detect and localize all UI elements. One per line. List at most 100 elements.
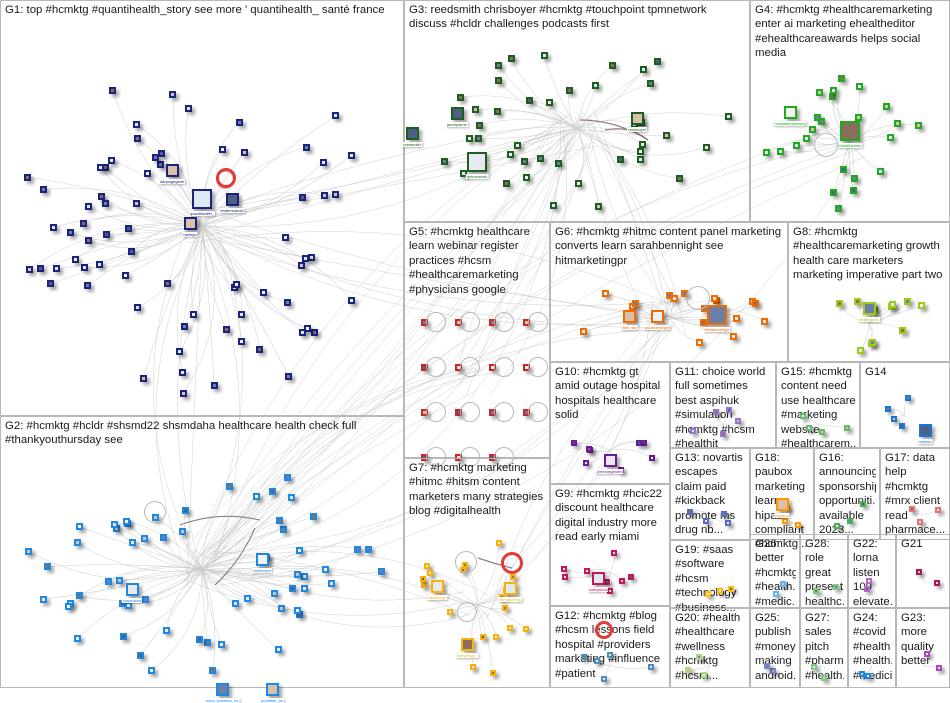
node[interactable] [134, 135, 141, 142]
node[interactable] [53, 265, 60, 272]
node[interactable] [514, 142, 521, 149]
node[interactable] [103, 231, 110, 238]
node[interactable] [850, 187, 857, 194]
node[interactable] [109, 87, 116, 94]
node[interactable] [830, 189, 837, 196]
node[interactable] [835, 205, 842, 212]
node[interactable] [303, 144, 310, 151]
node[interactable] [703, 518, 709, 524]
hub-node[interactable] [166, 164, 179, 177]
node[interactable] [628, 574, 634, 580]
node[interactable] [185, 105, 192, 112]
node[interactable] [663, 132, 670, 139]
node[interactable] [857, 347, 864, 354]
node[interactable] [298, 262, 305, 269]
node[interactable] [733, 315, 740, 322]
node[interactable] [830, 87, 837, 94]
node[interactable] [299, 329, 306, 336]
node[interactable] [348, 297, 355, 304]
hub-node[interactable] [651, 310, 664, 323]
node[interactable] [288, 494, 295, 501]
node[interactable] [50, 224, 57, 231]
node[interactable] [811, 664, 817, 670]
node[interactable] [176, 348, 183, 355]
node[interactable] [72, 256, 79, 263]
node[interactable] [909, 506, 915, 512]
node[interactable] [889, 301, 896, 308]
node[interactable] [607, 652, 613, 658]
node[interactable] [541, 52, 548, 59]
node[interactable] [209, 667, 216, 674]
node[interactable] [160, 534, 167, 541]
hub-node[interactable] [840, 121, 860, 141]
node[interactable] [649, 455, 655, 461]
hub-node[interactable] [406, 127, 419, 140]
node[interactable] [65, 603, 72, 610]
node[interactable] [236, 119, 243, 126]
node[interactable] [25, 548, 32, 555]
node[interactable] [211, 382, 218, 389]
node[interactable] [40, 186, 47, 193]
node[interactable] [566, 87, 573, 94]
node[interactable] [348, 152, 355, 159]
node[interactable] [676, 175, 683, 182]
node[interactable] [856, 83, 863, 90]
node[interactable] [883, 103, 890, 110]
hub-node[interactable] [604, 454, 617, 467]
node[interactable] [289, 585, 296, 592]
node[interactable] [24, 174, 31, 181]
node[interactable] [654, 58, 661, 65]
node[interactable] [226, 483, 233, 490]
node[interactable] [102, 200, 109, 207]
node[interactable] [700, 319, 707, 326]
node[interactable] [260, 289, 267, 296]
node[interactable] [721, 511, 727, 517]
node[interactable] [457, 94, 464, 101]
node[interactable] [581, 654, 587, 660]
node[interactable] [717, 588, 723, 594]
node[interactable] [424, 563, 430, 569]
hub-node[interactable] [126, 583, 139, 596]
node[interactable] [152, 154, 159, 161]
node[interactable] [441, 158, 448, 165]
node[interactable] [495, 77, 502, 84]
node[interactable] [275, 646, 282, 653]
node[interactable] [594, 658, 600, 664]
node[interactable] [44, 563, 51, 570]
node[interactable] [123, 518, 130, 525]
node[interactable] [164, 280, 171, 287]
node[interactable] [421, 582, 427, 588]
node[interactable] [609, 62, 616, 69]
node[interactable] [129, 539, 136, 546]
node[interactable] [40, 596, 47, 603]
node[interactable] [74, 635, 81, 642]
node[interactable] [777, 148, 784, 155]
node[interactable] [833, 584, 839, 590]
node[interactable] [602, 290, 609, 297]
node[interactable] [583, 460, 589, 466]
node[interactable] [720, 431, 726, 437]
node[interactable] [81, 264, 88, 271]
node[interactable] [869, 339, 876, 346]
node[interactable] [703, 144, 710, 151]
node[interactable] [311, 329, 318, 336]
node[interactable] [905, 395, 911, 401]
node[interactable] [503, 180, 510, 187]
node[interactable] [866, 578, 872, 584]
node[interactable] [526, 97, 533, 104]
node[interactable] [98, 193, 105, 200]
node[interactable] [780, 581, 786, 587]
hub-node[interactable] [592, 572, 605, 585]
node[interactable] [427, 570, 433, 576]
node[interactable] [496, 540, 502, 546]
node[interactable] [218, 641, 225, 648]
node[interactable] [140, 375, 147, 382]
node[interactable] [179, 528, 186, 535]
node[interactable] [508, 55, 515, 62]
node[interactable] [821, 675, 827, 681]
hub-node[interactable] [184, 217, 197, 230]
hub-node[interactable] [431, 580, 444, 593]
node[interactable] [137, 652, 144, 659]
node[interactable] [586, 446, 592, 452]
node[interactable] [507, 151, 514, 158]
